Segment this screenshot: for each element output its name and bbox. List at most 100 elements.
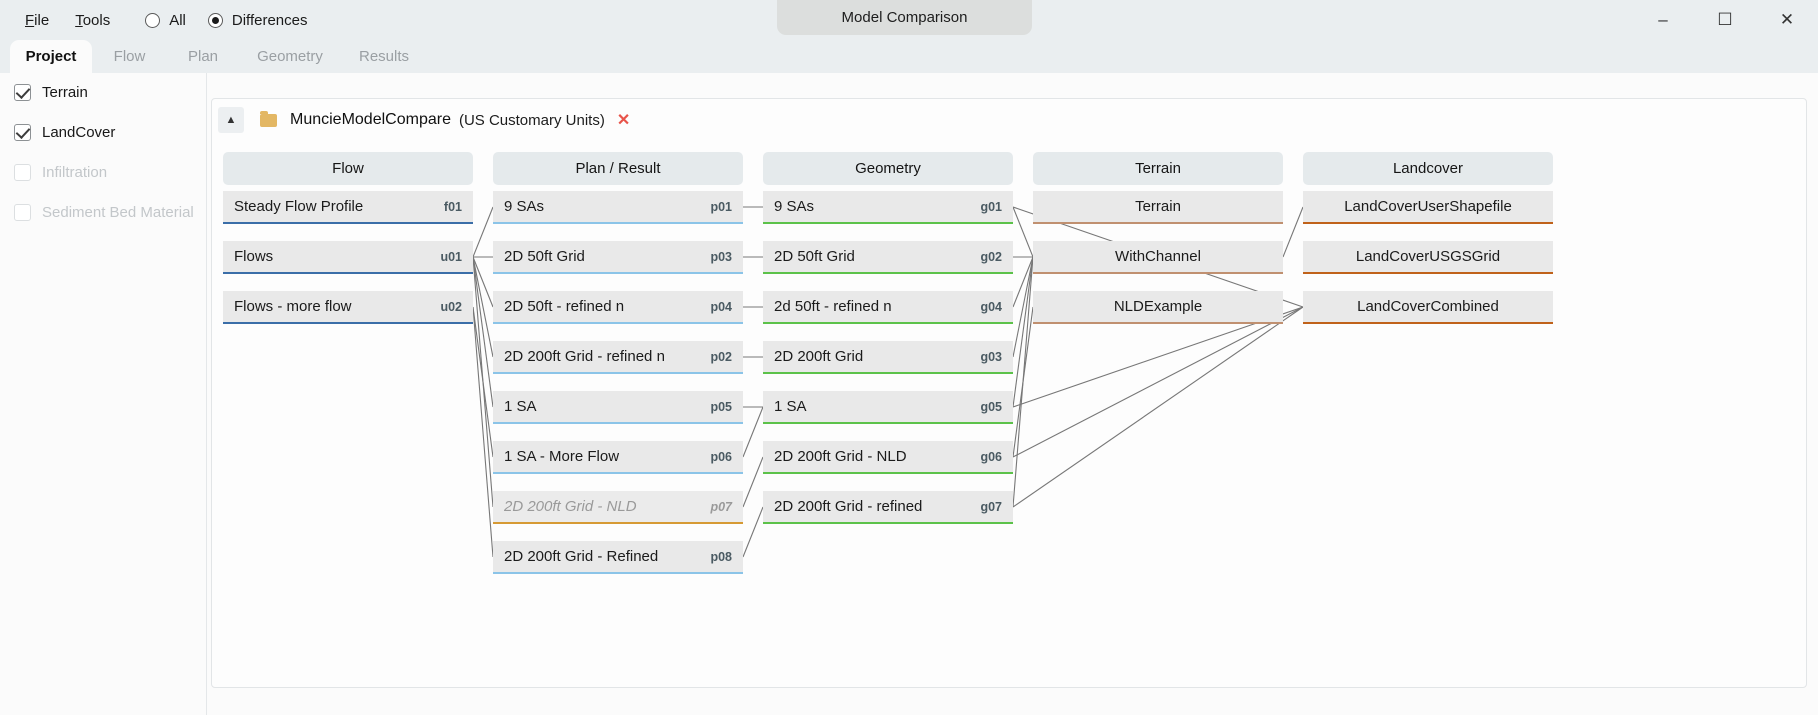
- edge-connector: [472, 206, 494, 258]
- tab-plan[interactable]: Plan: [167, 40, 239, 73]
- maximize-icon[interactable]: ☐: [1717, 10, 1733, 29]
- node-underline: [493, 222, 743, 224]
- node-label: Terrain: [1135, 198, 1181, 215]
- node-terrain-1[interactable]: WithChannel: [1033, 241, 1283, 274]
- radio-all-label: All: [169, 11, 186, 29]
- node-code: u02: [440, 299, 462, 314]
- tab-label: Geometry: [257, 48, 323, 65]
- tab-flow[interactable]: Flow: [92, 40, 167, 73]
- project-header: ▲ MuncieModelCompare (US Customary Units…: [212, 99, 1806, 141]
- edge-connector: [742, 456, 764, 508]
- tab-label: Flow: [113, 48, 146, 65]
- node-plan-0[interactable]: 9 SAs p01: [493, 191, 743, 224]
- node-code: g01: [980, 199, 1002, 214]
- node-code: p05: [710, 399, 732, 414]
- sidebar-item-landcover[interactable]: LandCover: [14, 124, 115, 141]
- node-code: f01: [443, 199, 462, 214]
- radio-all[interactable]: All: [145, 12, 186, 29]
- edge-connector: [472, 256, 494, 408]
- node-geometry-5[interactable]: 2D 200ft Grid - NLD g06: [763, 441, 1013, 474]
- title-bar: Model Comparison – ☐ ✕: [0, 0, 1818, 40]
- tab-results[interactable]: Results: [341, 40, 427, 73]
- node-label: LandCoverUserShapefile: [1344, 198, 1512, 215]
- node-landcover-0[interactable]: LandCoverUserShapefile: [1303, 191, 1553, 224]
- menu-item-file[interactable]: File: [25, 11, 50, 29]
- sidebar-item-infiltration: Infiltration: [14, 164, 107, 181]
- tab-label: Results: [358, 48, 410, 65]
- sidebar-item-terrain[interactable]: Terrain: [14, 84, 88, 101]
- node-landcover-1[interactable]: LandCoverUSGSGrid: [1303, 241, 1553, 274]
- node-underline: [763, 272, 1013, 274]
- node-underline: [1033, 322, 1283, 324]
- node-underline: [223, 322, 473, 324]
- column-header-label: Geometry: [855, 160, 921, 177]
- node-underline: [1033, 272, 1283, 274]
- node-landcover-2[interactable]: LandCoverCombined: [1303, 291, 1553, 324]
- minimize-icon[interactable]: –: [1658, 10, 1668, 29]
- column-header-label: Terrain: [1135, 160, 1181, 177]
- checkbox-icon: [14, 204, 31, 221]
- node-label: 2D 50ft Grid: [774, 248, 855, 265]
- edge-connector: [742, 406, 764, 458]
- node-label: WithChannel: [1115, 248, 1201, 265]
- edge-connector: [472, 256, 494, 508]
- column-header-plan: Plan / Result: [493, 152, 743, 185]
- menu-file-rest: ile: [34, 11, 50, 29]
- window-title: Model Comparison: [777, 0, 1032, 35]
- node-code: p03: [710, 249, 732, 264]
- project-units: (US Customary Units): [458, 111, 605, 129]
- tab-project[interactable]: Project: [10, 40, 92, 73]
- project-card: ▲ MuncieModelCompare (US Customary Units…: [211, 98, 1807, 688]
- node-label: 2D 200ft Grid - NLD: [774, 448, 907, 465]
- edge-connector: [1012, 256, 1034, 508]
- menu-item-tools[interactable]: Tools: [75, 11, 111, 29]
- radio-differences-dot: [207, 12, 223, 28]
- node-terrain-2[interactable]: NLDExample: [1033, 291, 1283, 324]
- chevron-up-icon[interactable]: ▲: [218, 107, 244, 133]
- node-terrain-0[interactable]: Terrain: [1033, 191, 1283, 224]
- node-label: NLDExample: [1113, 298, 1203, 315]
- node-label: 2D 200ft Grid - refined n: [504, 348, 665, 365]
- node-code: p08: [710, 549, 732, 564]
- node-underline: [763, 222, 1013, 224]
- node-label: 1 SA: [504, 398, 537, 415]
- node-code: p07: [710, 499, 732, 514]
- checkbox-icon[interactable]: [14, 84, 31, 101]
- tab-label: Plan: [187, 48, 219, 65]
- window-controls: – ☐ ✕: [1632, 0, 1818, 40]
- close-icon[interactable]: ✕: [1779, 10, 1795, 29]
- edge-connector: [1012, 306, 1034, 458]
- node-label: 9 SAs: [774, 198, 815, 215]
- project-close-icon[interactable]: ✕: [616, 112, 631, 129]
- tab-strip: Project Flow Plan Geometry Results: [0, 40, 1818, 73]
- node-code: g06: [980, 449, 1002, 464]
- checkbox-icon[interactable]: [14, 124, 31, 141]
- view-mode-group: All Differences: [145, 12, 307, 29]
- radio-differences[interactable]: Differences: [207, 12, 307, 29]
- node-underline: [493, 522, 743, 524]
- node-label: 2D 50ft - refined n: [504, 298, 625, 315]
- project-name: MuncieModelCompare: [290, 111, 451, 128]
- tab-geometry[interactable]: Geometry: [239, 40, 341, 73]
- node-label: 9 SAs: [504, 198, 545, 215]
- node-plan-4[interactable]: 1 SA p05: [493, 391, 743, 424]
- node-geometry-0[interactable]: 9 SAs g01: [763, 191, 1013, 224]
- node-underline: [763, 422, 1013, 424]
- node-code: p01: [710, 199, 732, 214]
